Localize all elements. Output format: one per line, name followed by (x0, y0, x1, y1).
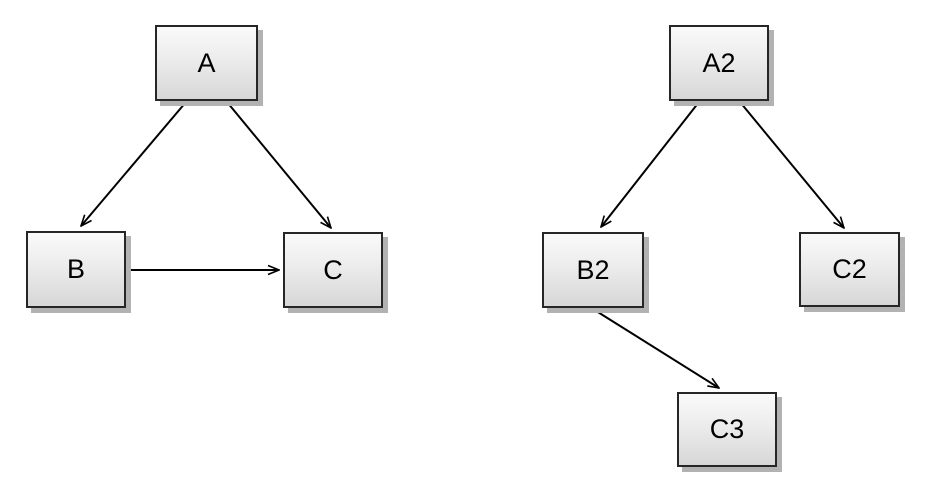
node-B2-label: B2 (576, 254, 610, 285)
node-B: B (26, 231, 126, 308)
node-C2: C2 (799, 232, 900, 307)
edge-B2-C3 (592, 308, 719, 388)
node-A2: A2 (669, 25, 769, 101)
node-C3: C3 (677, 392, 777, 467)
node-C-label: C (323, 254, 343, 285)
edge-A2-C2 (739, 101, 844, 228)
node-B2: B2 (542, 232, 644, 308)
node-A-label: A (197, 47, 216, 78)
node-B-label: B (66, 254, 85, 284)
edge-A-C (226, 101, 331, 228)
node-C: C (283, 232, 383, 308)
edge-A-B (81, 101, 187, 226)
node-A: A (155, 25, 258, 101)
node-A2-label: A2 (702, 47, 736, 78)
node-C2-label: C2 (832, 254, 867, 284)
edge-A2-B2 (601, 101, 700, 227)
node-C3-label: C3 (709, 414, 745, 444)
